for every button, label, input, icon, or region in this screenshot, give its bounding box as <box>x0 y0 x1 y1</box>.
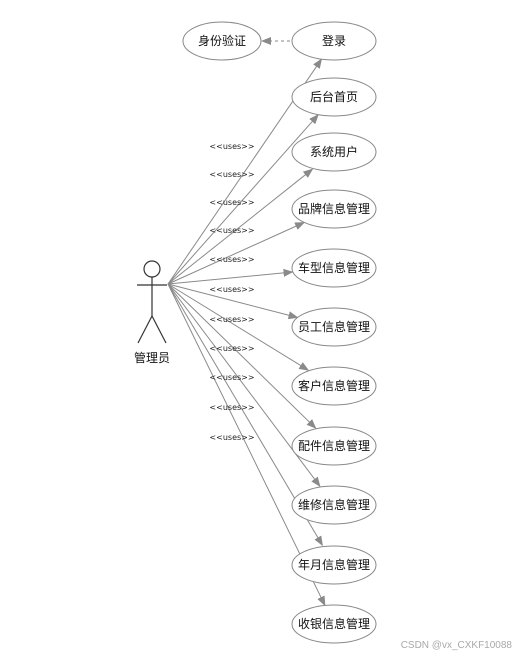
watermark: CSDN @vx_CXKF10088 <box>400 640 512 651</box>
use-case: 收银信息管理 <box>291 604 377 644</box>
stereotype-labels: <<uses>> <<uses>> <<uses>> <<uses>> <<uses>>… <box>209 142 254 442</box>
use-case-label: 系统用户 <box>310 144 358 159</box>
actor-left-leg <box>137 315 153 344</box>
association-line <box>167 222 306 285</box>
use-case: 系统用户 <box>291 132 377 172</box>
use-case-ellipse <box>291 77 377 117</box>
include-case-label: 身份验证 <box>198 33 246 48</box>
stereotype-label: <<uses>> <box>209 170 254 179</box>
use-case: 配件信息管理 <box>291 426 377 466</box>
use-case: 维修信息管理 <box>291 485 377 525</box>
stereotype-label: <<uses>> <box>209 433 254 442</box>
use-case-ellipse <box>291 545 377 585</box>
use-case: 车型信息管理 <box>291 248 377 288</box>
use-case-ellipse <box>291 248 377 288</box>
use-case-ellipse <box>291 21 377 61</box>
use-case: 员工信息管理 <box>291 307 377 347</box>
stereotype-label: <<uses>> <box>209 142 254 151</box>
use-case-ellipse <box>291 189 377 229</box>
stereotype-label: <<uses>> <box>209 344 254 353</box>
use-case-label: 后台首页 <box>310 89 358 104</box>
stereotype-label: <<uses>> <box>209 198 254 207</box>
stereotype-label: <<uses>> <box>209 315 254 324</box>
use-case-label: 收银信息管理 <box>298 616 370 631</box>
use-case: 客户信息管理 <box>291 366 377 406</box>
actor-label: 管理员 <box>134 350 170 365</box>
use-case-ellipse <box>291 307 377 347</box>
association-line <box>167 114 319 285</box>
use-case-label: 员工信息管理 <box>298 319 370 334</box>
use-case-ellipse <box>291 132 377 172</box>
use-case-label: 车型信息管理 <box>298 260 370 275</box>
association-line <box>167 168 314 285</box>
stereotype-label: <<uses>> <box>209 373 254 382</box>
include-case: 身份验证 <box>182 21 262 61</box>
use-case-ellipse <box>291 366 377 406</box>
association-line <box>167 283 299 320</box>
use-case: 品牌信息管理 <box>291 189 377 229</box>
include-case-ellipse <box>182 21 262 61</box>
use-case-ellipse <box>291 426 377 466</box>
association-line <box>167 283 310 371</box>
stereotype-label: <<uses>> <box>209 255 254 264</box>
actor-head <box>143 260 161 278</box>
stereotype-label: <<uses>> <box>209 285 254 294</box>
use-case-ellipse <box>291 485 377 525</box>
association-line <box>167 268 294 285</box>
use-case-label: 年月信息管理 <box>298 557 370 572</box>
association-line <box>167 283 317 429</box>
stereotype-label: <<uses>> <box>209 226 254 235</box>
association-line <box>167 283 326 607</box>
stereotype-label: <<uses>> <box>209 403 254 412</box>
use-case-label: 配件信息管理 <box>298 438 370 453</box>
use-case: 登录 <box>291 21 377 61</box>
use-case: 年月信息管理 <box>291 545 377 585</box>
use-case-ellipse <box>291 604 377 644</box>
actor-right-leg <box>151 315 167 344</box>
use-case-label: 维修信息管理 <box>298 497 370 512</box>
use-cases: 登录后台首页系统用户品牌信息管理车型信息管理员工信息管理客户信息管理配件信息管理… <box>291 21 377 644</box>
use-case-label: 登录 <box>322 33 346 48</box>
actor-figure <box>137 260 167 344</box>
use-case-label: 品牌信息管理 <box>298 201 370 216</box>
use-case-label: 客户信息管理 <box>298 378 370 393</box>
use-case: 后台首页 <box>291 77 377 117</box>
